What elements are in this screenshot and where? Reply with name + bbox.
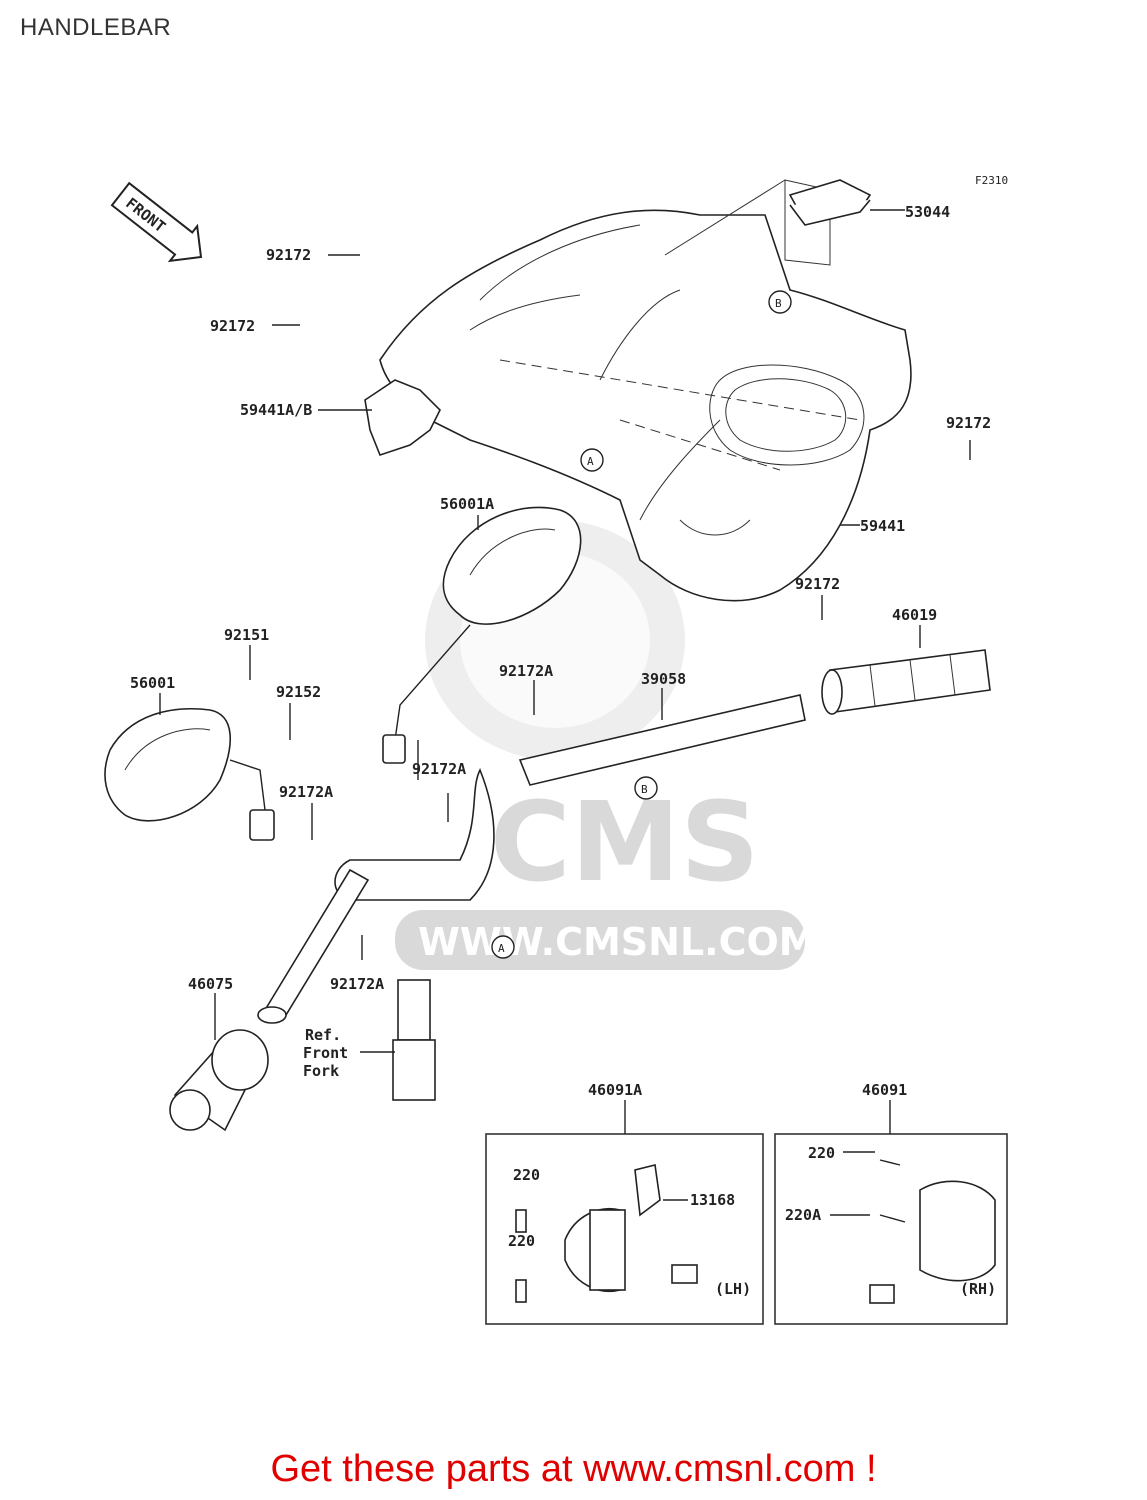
watermark-brand: CMS bbox=[490, 778, 759, 906]
callout-a-top-label: A bbox=[587, 455, 594, 468]
inset-tag-lh: (LH) bbox=[715, 1280, 751, 1298]
front-arrow: FRONT bbox=[110, 181, 203, 263]
part-label-46075: 46075 bbox=[188, 975, 233, 993]
part-label-92172a-a: 92172A bbox=[499, 662, 553, 680]
part-label-92172a-d: 92172A bbox=[330, 975, 384, 993]
part-label-92172-c: 92172 bbox=[946, 414, 991, 432]
switch-right bbox=[869, 1159, 996, 1304]
watermark-url: WWW.CMSNL.COM bbox=[418, 920, 817, 964]
grip-right-46019 bbox=[821, 649, 991, 715]
part-label-220-a: 220 bbox=[513, 1166, 540, 1184]
fairing-cover bbox=[364, 179, 912, 602]
callout-a-bottom-label: A bbox=[498, 942, 505, 955]
part-label-220-c: 220 bbox=[808, 1144, 835, 1162]
part-label-53044: 53044 bbox=[905, 203, 950, 221]
part-label-220-b: 220 bbox=[508, 1232, 535, 1250]
part-label-56001: 56001 bbox=[130, 674, 175, 692]
callout-b-bottom: B bbox=[634, 776, 658, 800]
part-label-220a: 220A bbox=[785, 1206, 821, 1224]
callout-a-top: A bbox=[580, 448, 604, 472]
mirror-left bbox=[104, 707, 275, 841]
part-label-46019: 46019 bbox=[892, 606, 937, 624]
page-title: HANDLEBAR bbox=[20, 14, 172, 41]
ref-text-line-2: Front bbox=[303, 1044, 348, 1062]
part-label-92172-b: 92172 bbox=[210, 317, 255, 335]
part-label-46091a: 46091A bbox=[588, 1081, 642, 1099]
ref-text-line-3: Fork bbox=[303, 1062, 339, 1080]
front-fork bbox=[392, 979, 436, 1101]
callout-b-top-label: B bbox=[775, 297, 782, 310]
part-label-92172-d: 92172 bbox=[795, 575, 840, 593]
callout-a-bottom: A bbox=[491, 935, 515, 959]
part-label-92172a-b: 92172A bbox=[412, 760, 466, 778]
footer-link[interactable]: Get these parts at www.cmsnl.com ! bbox=[270, 1448, 877, 1490]
figure-code: F2310 bbox=[975, 174, 1008, 187]
callout-b-top: B bbox=[768, 290, 792, 314]
part-label-59441: 59441 bbox=[860, 517, 905, 535]
part-label-59441ab: 59441A/B bbox=[240, 401, 312, 419]
callout-b-bottom-label: B bbox=[641, 783, 648, 796]
switch-left bbox=[515, 1164, 698, 1303]
cap-53044 bbox=[788, 179, 905, 226]
part-label-56001a: 56001A bbox=[440, 495, 494, 513]
inset-right-switch bbox=[774, 1133, 1008, 1325]
inset-tag-rh: (RH) bbox=[960, 1280, 996, 1298]
part-label-46091: 46091 bbox=[862, 1081, 907, 1099]
ref-text-line-1: Ref. bbox=[305, 1026, 341, 1044]
leader-lines bbox=[159, 254, 971, 1216]
part-label-92152: 92152 bbox=[276, 683, 321, 701]
part-label-92172-a: 92172 bbox=[266, 246, 311, 264]
part-label-92151: 92151 bbox=[224, 626, 269, 644]
part-label-92172a-c: 92172A bbox=[279, 783, 333, 801]
grip-left-46075 bbox=[169, 1029, 269, 1132]
handlebar-39058 bbox=[257, 694, 806, 1024]
part-label-39058: 39058 bbox=[641, 670, 686, 688]
mirror-right bbox=[382, 506, 582, 764]
part-label-13168: 13168 bbox=[690, 1191, 735, 1209]
